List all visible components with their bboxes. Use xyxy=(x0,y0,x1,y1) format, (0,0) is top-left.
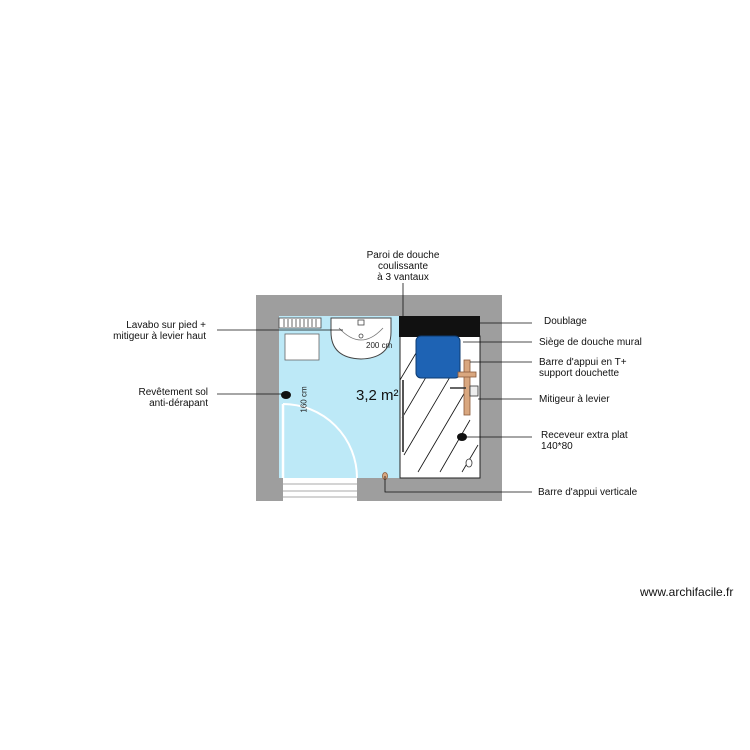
doublage-panel xyxy=(399,316,480,337)
label-paroi-line3: à 3 vantaux xyxy=(377,272,429,283)
label-revetement-line2: anti-dérapant xyxy=(149,398,208,409)
label-barre-t: Barre d'appui en T+ support douchette xyxy=(539,357,627,379)
shower-drain xyxy=(465,458,473,468)
label-siege: Siège de douche mural xyxy=(539,337,642,348)
label-revetement: Revêtement sol anti-dérapant xyxy=(100,387,208,409)
label-doublage: Doublage xyxy=(544,316,587,327)
label-receveur-line1: Receveur extra plat xyxy=(541,430,628,441)
label-barre-t-line1: Barre d'appui en T+ xyxy=(539,357,627,368)
label-lavabo-line1: Lavabo sur pied + xyxy=(126,320,206,331)
label-paroi: Paroi de douche coulissante à 3 vantaux xyxy=(353,250,453,283)
dimension-width: 200 cm xyxy=(366,341,393,350)
marker-revetement xyxy=(281,391,291,399)
label-paroi-line2: coulissante xyxy=(377,261,429,272)
area-label: 3,2 m² xyxy=(356,387,399,404)
mirror-cabinet xyxy=(284,333,320,361)
leader-lines xyxy=(217,283,532,493)
label-receveur: Receveur extra plat 140*80 xyxy=(541,430,628,452)
dimension-height: 160 cm xyxy=(299,386,309,413)
label-lavabo: Lavabo sur pied + mitigeur à levier haut xyxy=(90,320,206,342)
label-paroi-line1: Paroi de douche xyxy=(366,250,440,261)
door-swing xyxy=(282,403,358,479)
grab-bar-t-cross xyxy=(457,371,477,378)
door-opening xyxy=(283,478,357,501)
towel-rail-slats xyxy=(283,319,317,327)
label-revetement-line1: Revêtement sol xyxy=(138,387,208,398)
label-lavabo-line2: mitigeur à levier haut xyxy=(113,331,206,342)
label-barre-t-line2: support douchette xyxy=(539,368,620,379)
label-barre-verticale: Barre d'appui verticale xyxy=(538,487,638,498)
shower-mixer xyxy=(469,385,479,397)
shower-seat xyxy=(415,335,461,379)
label-mitigeur: Mitigeur à levier xyxy=(539,394,610,405)
watermark: www.archifacile.fr xyxy=(640,585,734,599)
washbasin xyxy=(330,317,392,360)
label-receveur-line2: 140*80 xyxy=(541,441,573,452)
